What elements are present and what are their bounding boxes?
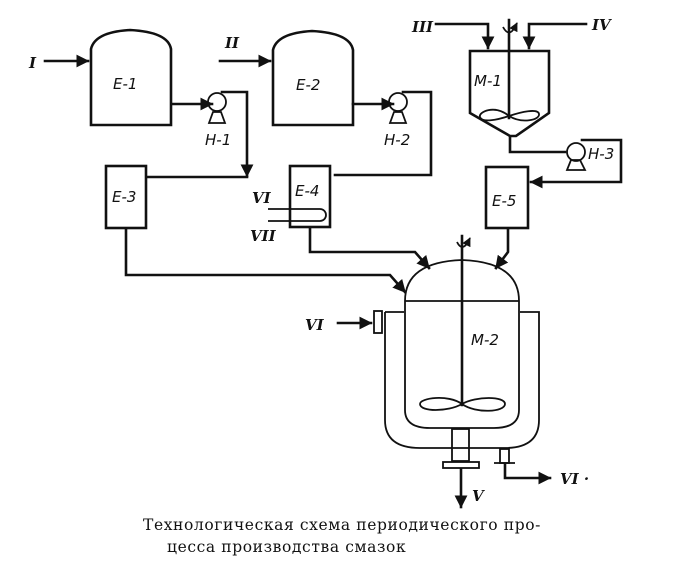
tank-e4-label: E-4 — [295, 182, 319, 200]
pump-h2-label: H-2 — [384, 131, 410, 149]
pipe-e4-to-m2 — [308, 226, 431, 270]
stream-vi-out-label: VI · — [560, 470, 589, 488]
tank-e1: E-1 — [89, 28, 173, 127]
mixer-m1-label: M-1 — [474, 72, 502, 90]
pipe-e5-to-m2 — [494, 227, 510, 270]
stream-vi-out-arrow — [503, 462, 552, 485]
stream-vi-e4-label: VI — [252, 189, 272, 207]
stream-iii-label: III — [411, 18, 434, 36]
caption-line-2: цесса производства смазок — [167, 538, 407, 556]
tank-e3: E-3 — [104, 164, 249, 230]
reactor-m2-label: M-2 — [471, 331, 499, 349]
figure-caption: Технологическая схема периодического про… — [143, 514, 541, 558]
tank-e3-label: E-3 — [112, 188, 136, 206]
pump-h1: H-1 — [170, 90, 254, 178]
stream-iv-arrow — [522, 22, 588, 50]
heating-coil — [268, 208, 327, 222]
pump-h3: H-3 — [529, 138, 623, 189]
stream-iv-label: IV — [591, 16, 612, 34]
tank-e2-label: E-2 — [296, 76, 320, 94]
stream-vi-in-label: VI — [305, 316, 325, 334]
stream-iii-arrow — [434, 22, 495, 50]
pump-h2: H-2 — [333, 90, 433, 177]
pipe-e3-to-m2 — [124, 227, 407, 294]
mixer-m1: M-1 III IV — [411, 16, 612, 154]
pump-h3-label: H-3 — [588, 145, 614, 163]
tank-e2: E-2 — [271, 29, 355, 127]
tank-e1-label: E-1 — [113, 75, 137, 93]
stream-vii-e4-label: VII — [250, 227, 277, 245]
pump-h1-label: H-1 — [205, 131, 231, 149]
tank-e5-label: E-5 — [492, 192, 516, 210]
reactor-m2: M-2 V VI VI · — [305, 234, 589, 509]
caption-line-1: Технологическая схема периодического про… — [143, 516, 541, 534]
tank-e5: E-5 — [484, 165, 530, 230]
stream-v-label: V — [472, 487, 485, 505]
stream-ii-label: II — [224, 34, 240, 52]
stream-i-label: I — [28, 54, 37, 72]
tank-e4: E-4 VI VII — [250, 164, 332, 245]
